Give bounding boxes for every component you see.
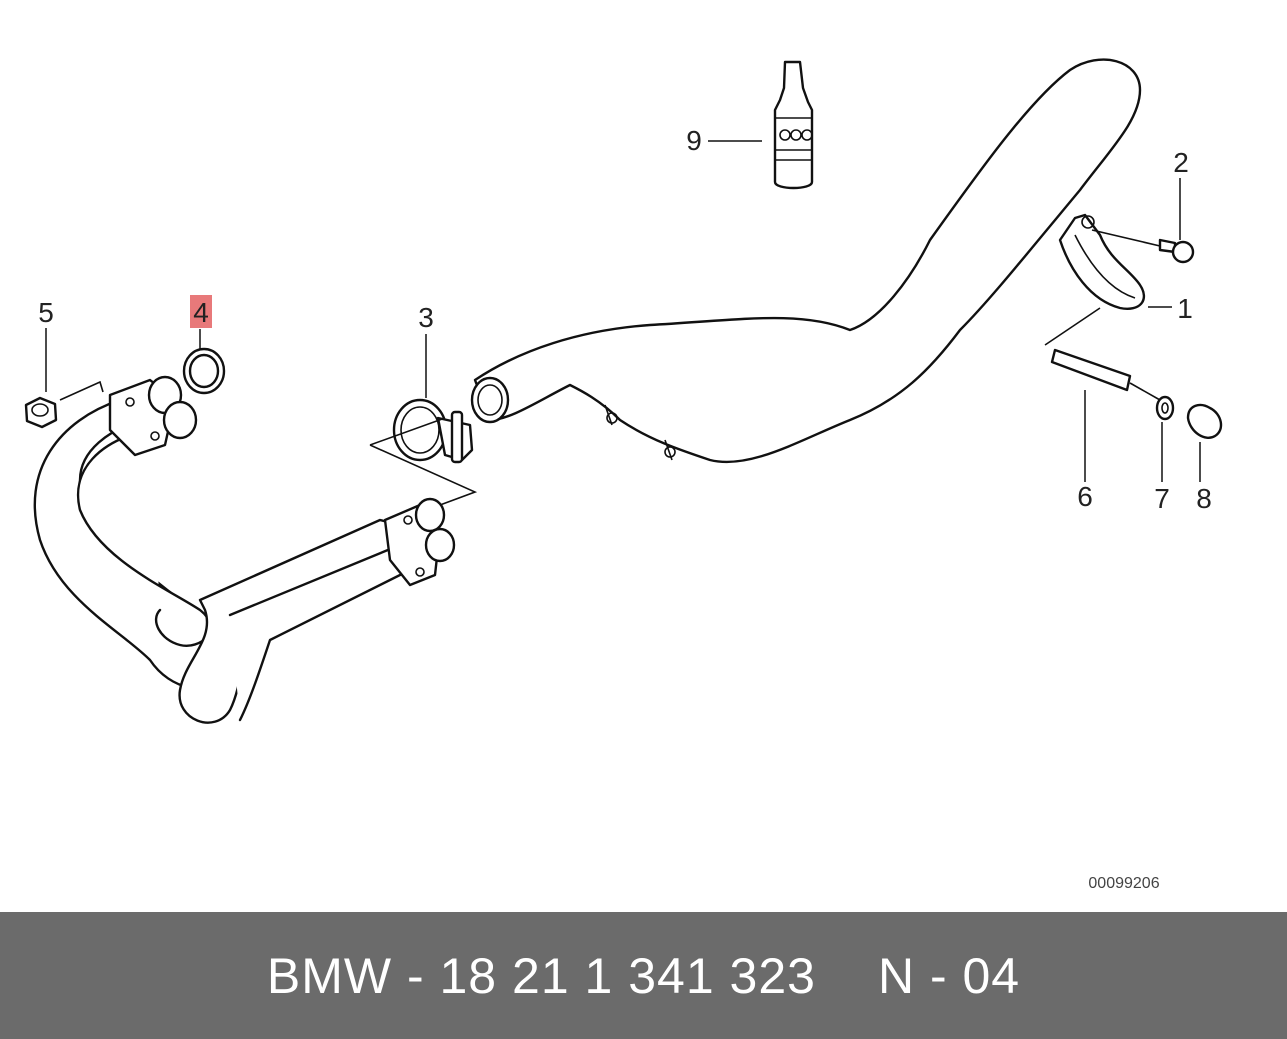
leader-lines bbox=[45, 140, 1201, 482]
callout-9[interactable]: 9 bbox=[686, 125, 702, 156]
callout-2[interactable]: 2 bbox=[1173, 147, 1189, 178]
exhaust-manifold bbox=[33, 375, 456, 724]
part-number-footer: BMW - 18 21 1 341 323 N - 04 bbox=[0, 912, 1287, 1039]
part-number-label: BMW - 18 21 1 341 323 bbox=[266, 947, 816, 1004]
part-5-nut bbox=[24, 396, 58, 429]
part-9-sealant-bottle bbox=[773, 60, 814, 190]
exhaust-silencer-pipe bbox=[470, 58, 1142, 464]
diagram-reference-number: 00099206 bbox=[1088, 875, 1159, 892]
part-1-bracket bbox=[1058, 213, 1161, 310]
part-4-gasket-ring bbox=[182, 347, 226, 395]
part-8-cap-nut bbox=[1186, 403, 1223, 439]
part-6-stud bbox=[1044, 307, 1161, 401]
callout-8[interactable]: 8 bbox=[1196, 483, 1212, 514]
callout-3[interactable]: 3 bbox=[418, 302, 434, 333]
parts-diagram: 5 4 3 9 2 1 6 7 8 00099206 bbox=[24, 58, 1223, 892]
callout-6[interactable]: 6 bbox=[1077, 481, 1093, 512]
part-2-bolt bbox=[1158, 238, 1195, 264]
callout-5[interactable]: 5 bbox=[38, 297, 54, 328]
callout-1[interactable]: 1 bbox=[1177, 293, 1193, 324]
callout-7[interactable]: 7 bbox=[1154, 483, 1170, 514]
callout-4-highlight bbox=[190, 295, 212, 328]
callout-4[interactable]: 4 bbox=[193, 297, 209, 328]
page-code-label: N - 04 bbox=[877, 947, 1021, 1004]
part-3-clamp bbox=[369, 398, 478, 506]
part-7-washer bbox=[1155, 395, 1175, 421]
